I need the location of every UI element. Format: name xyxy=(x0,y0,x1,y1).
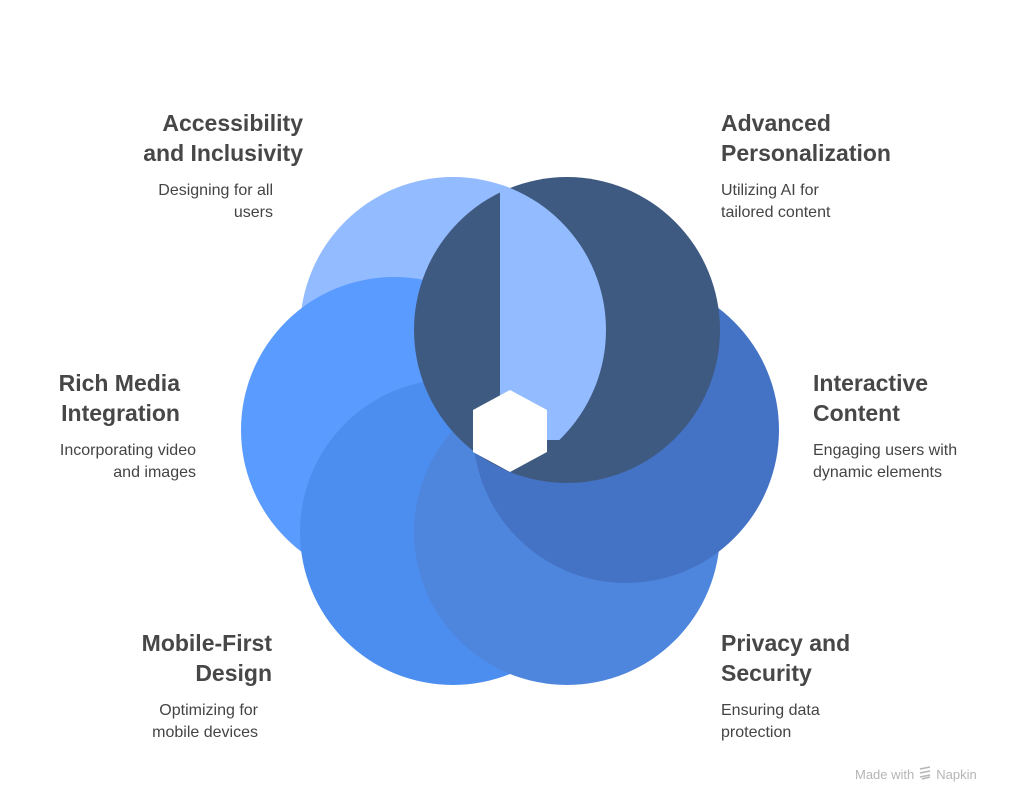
item-desc: and images xyxy=(113,464,196,481)
item-title: Personalization xyxy=(721,140,891,166)
footer-attribution: Made with Napkin xyxy=(855,766,977,783)
item-title: Content xyxy=(813,400,900,426)
item-desc: tailored content xyxy=(721,204,831,221)
item-title: and Inclusivity xyxy=(143,140,303,166)
circle-accessibility xyxy=(500,184,606,440)
item-title: Privacy and xyxy=(721,630,851,656)
item-title: Design xyxy=(195,660,272,686)
item-title: Accessibility xyxy=(162,110,303,136)
item-title: Integration xyxy=(61,400,180,426)
made-with-label: Made with xyxy=(855,767,915,782)
item-title: Mobile-First xyxy=(141,630,272,656)
center-hexagon xyxy=(473,390,547,472)
item-desc: protection xyxy=(721,724,792,741)
item-desc: Utilizing AI for xyxy=(721,182,819,199)
item-desc: users xyxy=(233,204,273,221)
item-desc: Optimizing for xyxy=(159,702,258,719)
item-desc: Engaging users with xyxy=(813,442,958,459)
item-title: Security xyxy=(721,660,812,686)
item-title: Rich Media xyxy=(58,370,180,396)
item-desc: dynamic elements xyxy=(813,464,942,481)
napkin-brand: Napkin xyxy=(936,767,977,782)
item-desc: Ensuring data xyxy=(721,702,820,719)
item-title: Interactive xyxy=(813,370,929,396)
item-desc: mobile devices xyxy=(152,724,258,741)
napkin-logo-icon xyxy=(918,766,932,783)
item-accessibility: Accessibility and Inclusivity Designing f… xyxy=(43,108,303,224)
item-desc: Designing for all xyxy=(158,182,273,199)
item-desc: Incorporating video xyxy=(59,442,196,459)
item-title: Advanced xyxy=(721,110,831,136)
